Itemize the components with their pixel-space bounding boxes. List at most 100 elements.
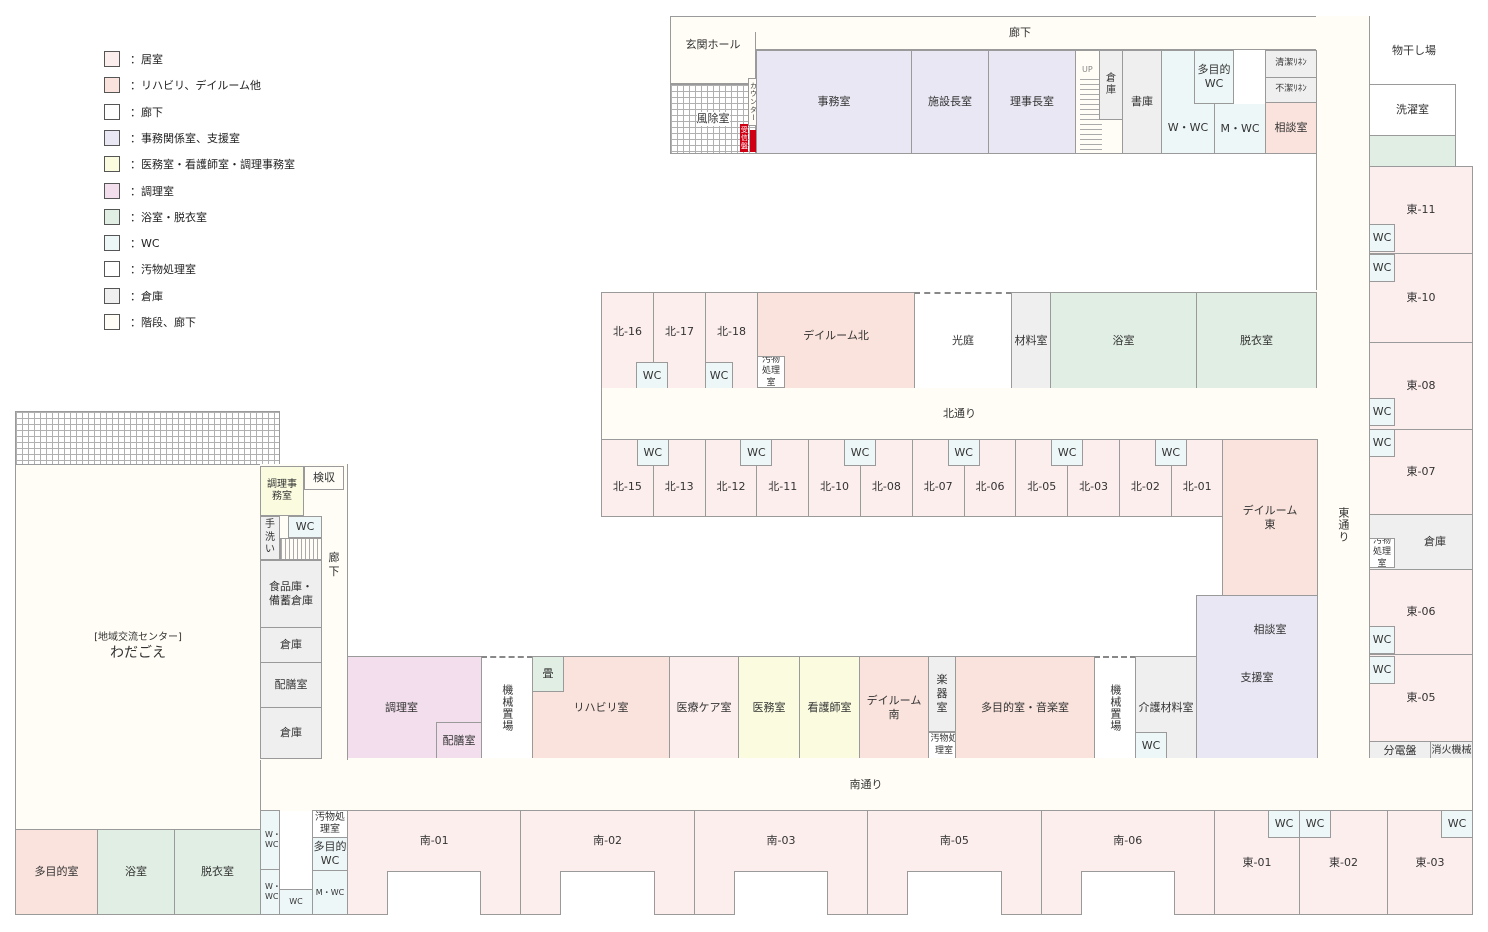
dirty-north: 汚物処理室 (757, 356, 785, 388)
south-corridor: 南通り (260, 758, 1473, 811)
food-storage: 食品庫・備蓄倉庫 (260, 560, 322, 628)
room-north-17: 北-17 (653, 292, 706, 389)
room-south-bay (1000, 871, 1042, 915)
room-south-bay (827, 871, 869, 915)
infirmary: 医務室 (738, 656, 800, 759)
label: WC (295, 520, 315, 534)
multipurpose-room: 多目的室 (15, 829, 98, 915)
support-room: 支援室 (1196, 595, 1318, 760)
room-south-bay (347, 871, 388, 915)
label: M・WC (1220, 121, 1260, 135)
consult-east: 相談室 (1222, 618, 1318, 642)
legend-item: ：階段、廊下 (104, 313, 196, 331)
w-wc-west-1: W・WC (260, 810, 280, 870)
wc-east-11: WC (1369, 224, 1395, 252)
label: WC (1372, 633, 1392, 647)
west-terrace (15, 411, 280, 465)
legend-item: ：浴室・脱衣室 (104, 208, 207, 226)
tatami: 畳 (532, 656, 564, 692)
label: 支援室 (1240, 670, 1274, 684)
legend-label: ：医務室・看護師室・調理事務室 (130, 158, 295, 172)
m-wc-west: M・WC (312, 870, 348, 915)
label: WC (642, 368, 662, 382)
instrument-room: 楽器室 (928, 656, 956, 732)
label: WC (1141, 738, 1161, 752)
wc-east-10: WC (1369, 254, 1395, 282)
room-south: 南-06 (1040, 810, 1215, 872)
room-south-bay (520, 871, 562, 915)
legend-swatch (104, 77, 120, 94)
multi-wc-west: 多目的WC (312, 837, 348, 871)
label: 脱衣室 (1240, 333, 1273, 347)
wc-north-bottom: WC (1051, 439, 1084, 466)
bath-north: 浴室 (1050, 292, 1197, 389)
storage-west-1: 倉庫 (260, 627, 322, 663)
wc-north-bottom: WC (740, 439, 773, 466)
label: 配膳室 (442, 733, 476, 747)
label: 東-03 (1415, 855, 1445, 869)
label: 看護師室 (807, 700, 852, 714)
legend-label: ：浴室・脱衣室 (130, 210, 207, 224)
legend-swatch (104, 129, 120, 146)
legend-label: ：階段、廊下 (130, 316, 196, 329)
legend-swatch (104, 156, 120, 173)
label: 調理室 (385, 700, 418, 714)
chairman-room: 理事長室 (988, 50, 1076, 154)
community-labels: [地域交流センター] わだごえ (94, 632, 182, 662)
label: WC (1372, 261, 1392, 275)
wc-east-01: WC (1268, 810, 1300, 838)
w-wc-west-2: W・WC (260, 869, 280, 915)
label: 北通り (943, 407, 976, 421)
label: 材料室 (1014, 333, 1048, 347)
label: 手洗い (265, 519, 275, 556)
label: 畳 (542, 667, 554, 681)
wc-care: WC (1135, 732, 1167, 759)
label: WC (1161, 445, 1181, 459)
label: 北-08 (871, 480, 901, 494)
label: 洗濯室 (1396, 103, 1429, 117)
wc-east-06: WC (1369, 626, 1395, 654)
label: 東-07 (1406, 465, 1436, 479)
library: 書庫 (1122, 50, 1162, 154)
label: カウンター (749, 82, 758, 122)
label: 風除室 (696, 112, 730, 126)
label: WC (954, 445, 973, 459)
label: 東-08 (1406, 379, 1436, 393)
label: 機械置場 (1108, 684, 1122, 732)
label: WC (850, 445, 870, 459)
label: 南-02 (593, 834, 623, 848)
dirty-linen: 不潔ﾘﾈﾝ (1265, 77, 1317, 103)
label: 廊下 (1009, 26, 1031, 40)
label: 倉庫 (1424, 535, 1446, 549)
label: 多目的室 (34, 865, 79, 879)
legend-item: ：医務室・看護師室・調理事務室 (104, 155, 295, 173)
label: 浴室 (1112, 333, 1135, 347)
label: WC (1372, 663, 1392, 677)
label: 物干し場 (1392, 44, 1436, 58)
label: 北-02 (1130, 480, 1160, 494)
west-corridor-label: 廊下 (322, 540, 346, 590)
wc-north-bottom: WC (1154, 439, 1187, 466)
label: 医療ケア室 (676, 700, 732, 714)
label: 光庭 (952, 334, 974, 348)
fire-panel-mark (750, 130, 756, 152)
label: 機械置場 (500, 684, 514, 732)
label: 北-15 (612, 480, 642, 494)
label: 医務室 (752, 700, 786, 714)
label: 東-10 (1406, 291, 1436, 305)
clean-linen: 清潔ﾘﾈﾝ (1265, 50, 1317, 78)
label: 南通り (849, 777, 883, 791)
label: WC (1274, 817, 1294, 831)
label: 清潔ﾘﾈﾝ (1275, 58, 1307, 69)
legend-item: ：事務関係室、支援室 (104, 129, 240, 147)
label: W・WC (1167, 121, 1209, 135)
legend-item: ：汚物処理室 (104, 260, 196, 278)
label: WC (1305, 817, 1325, 831)
label: 北-18 (717, 324, 746, 338)
legend-label: ：倉庫 (130, 289, 163, 303)
east-corridor: 東通り (1316, 290, 1370, 760)
serving-room-south: 配膳室 (436, 722, 482, 759)
label: 相談室 (1274, 121, 1308, 135)
label: 分電盤 (1383, 744, 1417, 758)
